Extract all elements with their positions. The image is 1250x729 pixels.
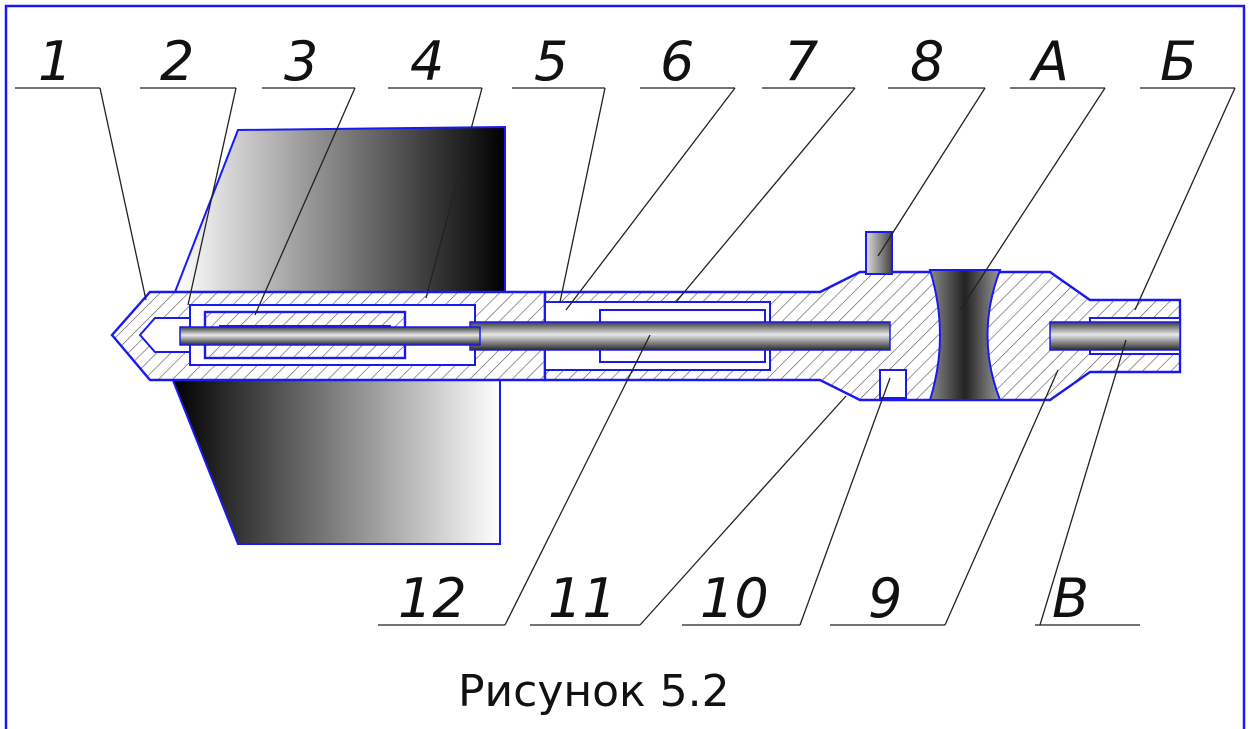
label-2: 2 xyxy=(160,30,194,93)
label-4: 4 xyxy=(410,30,444,93)
label-3: 3 xyxy=(284,30,318,93)
screw-8 xyxy=(865,231,893,275)
drawing-frame xyxy=(4,4,1246,729)
rod-3 xyxy=(179,326,481,346)
figure-caption: Рисунок 5.2 xyxy=(458,666,730,717)
label-v: В xyxy=(1052,567,1089,630)
label-6: 6 xyxy=(660,30,694,93)
label-1: 1 xyxy=(38,30,72,93)
leaders-bottom xyxy=(378,334,1140,626)
rod-b xyxy=(1049,321,1181,351)
label-a: А xyxy=(1029,30,1069,93)
label-11: 11 xyxy=(548,567,617,630)
label-10: 10 xyxy=(700,567,769,630)
label-5: 5 xyxy=(534,30,568,93)
label-12: 12 xyxy=(398,567,467,630)
label-b: Б xyxy=(1160,30,1197,93)
label-7: 7 xyxy=(784,30,818,93)
label-9: 9 xyxy=(868,567,902,630)
stabilizer-fin-bottom xyxy=(170,377,501,545)
rod-12 xyxy=(469,321,891,351)
stabilizer-fin-top xyxy=(173,125,506,293)
label-8: 8 xyxy=(910,30,944,93)
leaders-top xyxy=(15,87,1236,316)
spool-a xyxy=(928,269,1002,401)
